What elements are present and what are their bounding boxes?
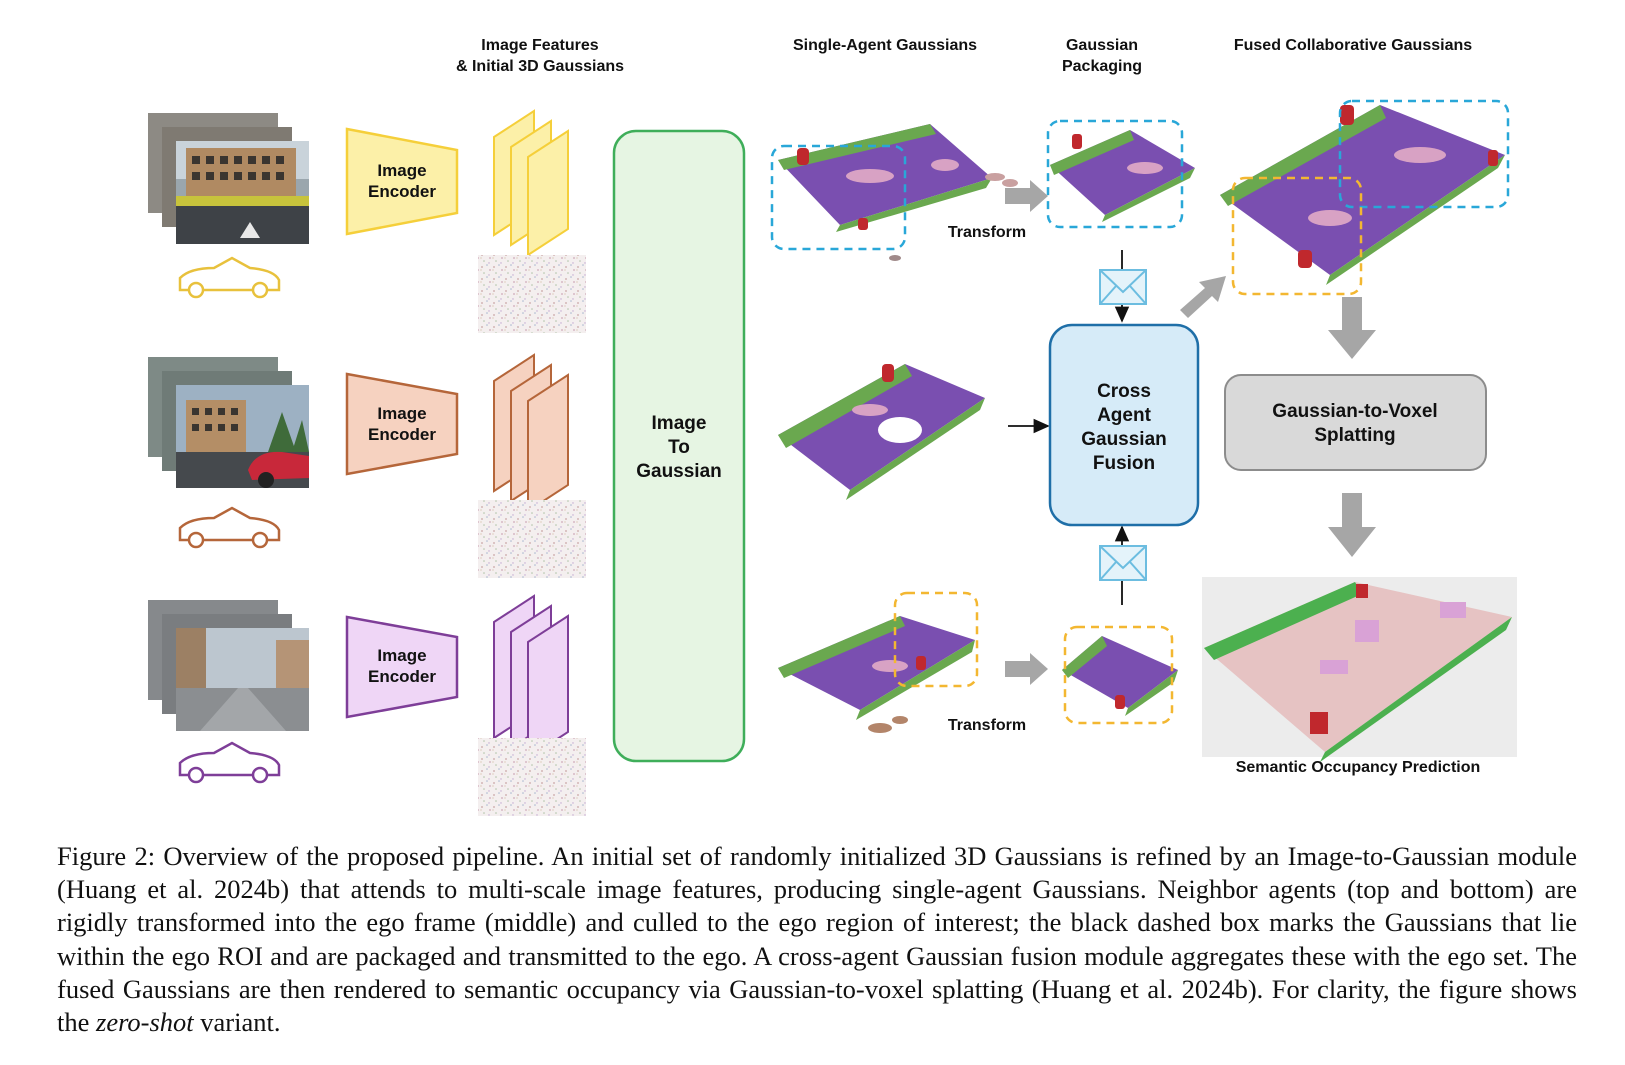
initial-gaussians-agent-1 — [478, 255, 586, 333]
single-agent-gaussians-top — [770, 124, 992, 261]
fusion-label-line4: Fusion — [1093, 453, 1155, 474]
splatting-label-line1: Gaussian-to-Voxel — [1272, 401, 1437, 422]
car-icon-agent-1 — [178, 256, 281, 299]
encoder-label-line2: Encoder — [368, 425, 436, 444]
encoder-label-line1: Image — [377, 404, 426, 423]
header-fused: Fused Collaborative Gaussians — [1234, 37, 1472, 54]
fusion-label-line3: Gaussian — [1081, 429, 1167, 450]
image-encoder-agent-3: Image Encoder — [345, 615, 459, 719]
transform-label-bottom: Transform — [948, 717, 1026, 734]
car-icon-agent-3 — [178, 741, 281, 784]
transform-arrow-top — [985, 173, 1048, 212]
initial-gaussians-agent-2 — [478, 500, 586, 578]
encoder-label-line1: Image — [377, 646, 426, 665]
feature-maps-agent-3 — [493, 594, 569, 760]
encoder-label-line2: Encoder — [368, 667, 436, 686]
prediction-label: Semantic Occupancy Prediction — [1236, 759, 1481, 776]
i2g-label-line3: Gaussian — [636, 461, 722, 482]
arrow-fused-to-splatting — [1328, 297, 1376, 359]
camera-images-agent-3 — [148, 600, 309, 731]
header-features-line1: Image Features — [481, 37, 598, 54]
arrow-fusion-to-fused — [1180, 276, 1226, 318]
caption-text-end: variant. — [193, 1007, 281, 1038]
i2g-label-line1: Image — [652, 413, 707, 434]
packaged-gaussians-top — [1046, 119, 1195, 229]
pipeline-diagram: Image Features & Initial 3D Gaussians Si… — [148, 37, 1517, 816]
header-single-agent: Single-Agent Gaussians — [793, 37, 977, 54]
fusion-label-line2: Agent — [1097, 405, 1152, 426]
arrow-splatting-to-prediction — [1328, 493, 1376, 557]
caption-italic: zero-shot — [96, 1007, 194, 1038]
feature-maps-agent-1 — [493, 109, 569, 257]
header-packaging-line2: Packaging — [1062, 58, 1142, 75]
cross-agent-fusion-block: Cross Agent Gaussian Fusion — [1048, 323, 1200, 527]
encoder-label-line2: Encoder — [368, 182, 436, 201]
camera-images-agent-2 — [148, 357, 309, 488]
header-packaging-line1: Gaussian — [1066, 37, 1138, 54]
encoder-label-line1: Image — [377, 161, 426, 180]
semantic-occupancy-prediction — [1202, 577, 1517, 762]
fused-collaborative-gaussians — [1220, 99, 1510, 296]
figure-caption: Figure 2: Overview of the proposed pipel… — [57, 840, 1577, 1039]
encoder-trapezoid — [345, 372, 459, 476]
initial-gaussians-agent-3 — [478, 738, 586, 816]
envelope-icon-bottom — [1099, 545, 1147, 581]
image-encoder-agent-1: Image Encoder — [345, 127, 459, 236]
splatting-block: Gaussian-to-Voxel Splatting — [1224, 374, 1487, 471]
image-to-gaussian-block: Image To Gaussian — [612, 129, 746, 763]
single-agent-gaussians-bottom — [778, 591, 979, 733]
image-encoder-agent-2: Image Encoder — [345, 372, 459, 476]
feature-maps-agent-2 — [493, 353, 569, 513]
encoder-trapezoid — [345, 615, 459, 719]
transform-arrow-bottom — [1005, 653, 1048, 685]
packaged-gaussians-bottom — [1062, 625, 1178, 725]
envelope-icon-top — [1099, 269, 1147, 305]
transform-label-top: Transform — [948, 224, 1026, 241]
caption-text: Figure 2: Overview of the proposed pipel… — [57, 841, 1577, 1038]
camera-images-agent-1 — [148, 113, 309, 244]
splatting-label-line2: Splatting — [1314, 425, 1395, 446]
single-agent-gaussians-ego — [778, 364, 985, 500]
encoder-trapezoid — [345, 127, 459, 236]
fusion-label-line1: Cross — [1097, 381, 1151, 402]
i2g-label-line2: To — [668, 437, 690, 458]
header-features-line2: & Initial 3D Gaussians — [456, 58, 624, 75]
car-icon-agent-2 — [178, 506, 281, 549]
